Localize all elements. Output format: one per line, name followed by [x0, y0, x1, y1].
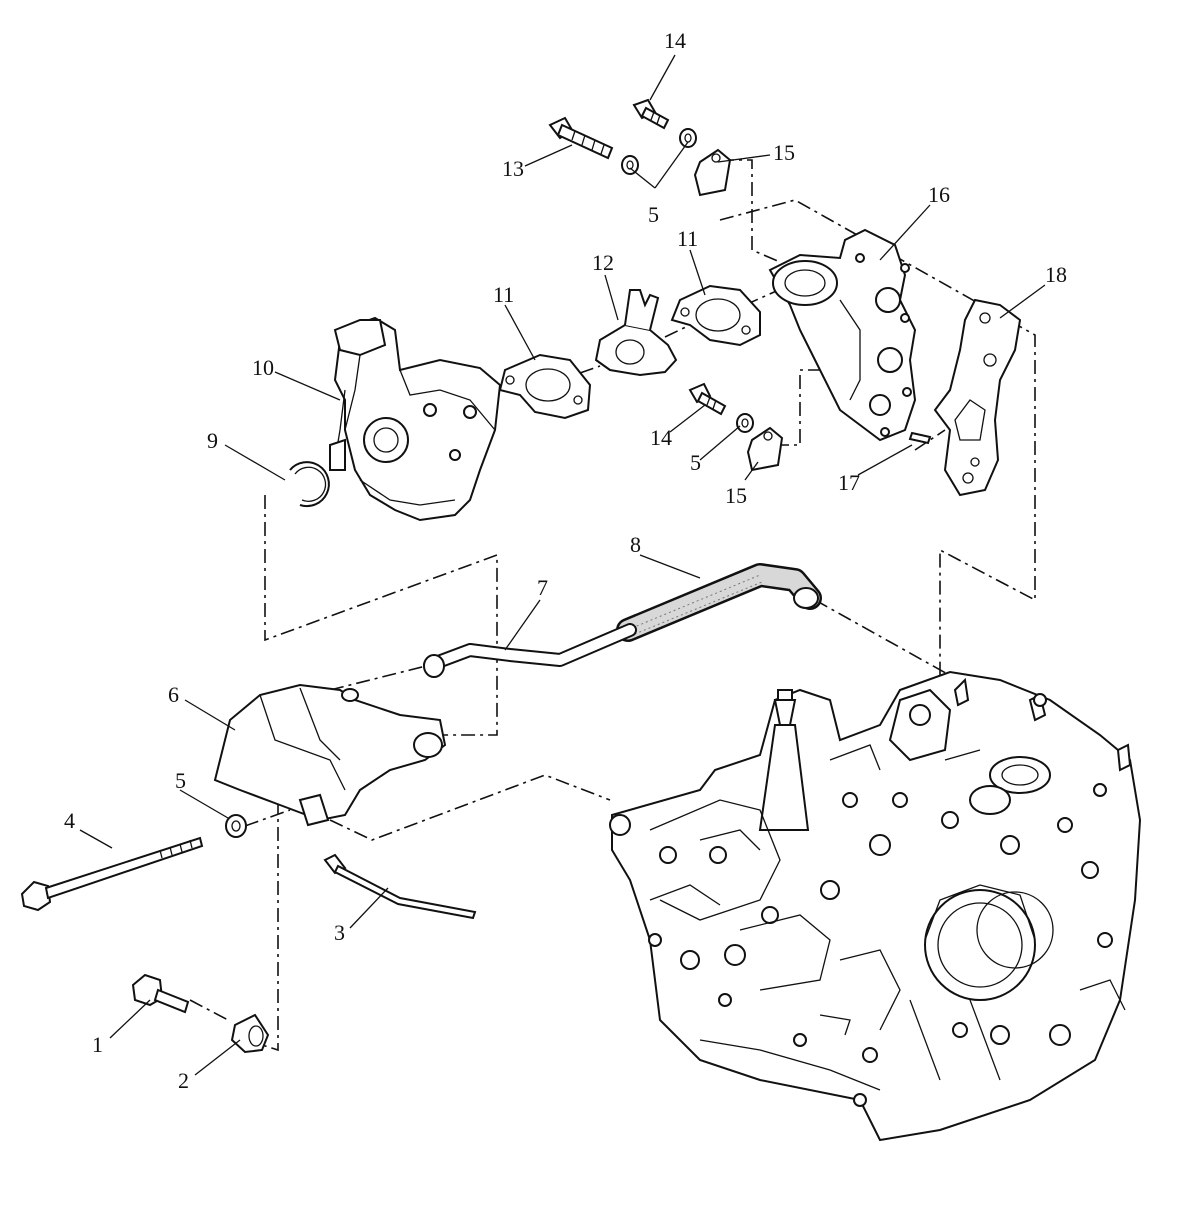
callout-10: 10	[252, 355, 274, 380]
callout-7: 7	[537, 575, 548, 600]
bolt-14-lower	[688, 382, 727, 416]
callout-5-lower: 5	[690, 450, 701, 475]
manifold-gasket	[933, 298, 1022, 497]
callout-3: 3	[334, 920, 345, 945]
dowel-pin	[908, 431, 932, 445]
callout-11-left: 11	[493, 282, 514, 307]
engine-block	[609, 670, 1142, 1142]
callout-9: 9	[207, 428, 218, 453]
gasket-upper	[670, 284, 761, 347]
callout-14-top: 14	[664, 28, 686, 53]
callout-14-lower: 14	[650, 425, 672, 450]
washer-5-b	[679, 128, 697, 148]
callout-15-lower: 15	[725, 483, 747, 508]
callout-12: 12	[592, 250, 614, 275]
callout-16: 16	[928, 182, 950, 207]
fuel-hose	[423, 623, 637, 678]
callout-5-top: 5	[648, 202, 659, 227]
callout-17: 17	[838, 470, 860, 495]
callout-13: 13	[502, 156, 524, 181]
callout-4: 4	[64, 808, 75, 833]
cable-tie	[323, 853, 477, 920]
callout-5-pump: 5	[175, 768, 186, 793]
clamp-15-lower	[746, 426, 784, 472]
callout-15-top: 15	[773, 140, 795, 165]
callout-18: 18	[1045, 262, 1067, 287]
leader-lines	[79, 54, 1046, 1076]
flange-bolt-1	[131, 973, 190, 1014]
braided-hose	[616, 563, 822, 642]
washer-5-a	[621, 155, 639, 175]
callout-6: 6	[168, 682, 179, 707]
long-bolt-13	[548, 116, 614, 160]
callout-2: 2	[178, 1068, 189, 1093]
callout-8: 8	[630, 532, 641, 557]
callout-labels: 1 2 3 4 5 5 5 6 7 8 9 10 11 11 12 13 14 …	[64, 28, 1067, 1093]
washer-5-c	[736, 413, 754, 433]
gasket-lower	[498, 353, 592, 420]
callout-1: 1	[92, 1032, 103, 1057]
o-ring	[289, 461, 330, 508]
carburetor	[329, 316, 502, 522]
callout-11-right: 11	[677, 226, 698, 251]
bolt-14-upper	[632, 98, 670, 130]
fuel-pump	[213, 683, 447, 827]
washer-5-d	[225, 814, 247, 838]
intake-manifold	[768, 228, 917, 442]
carburetor-spacer	[594, 289, 678, 377]
clamp-15-upper	[693, 148, 732, 197]
long-bolt-4	[20, 836, 204, 912]
grommet-2	[230, 1013, 270, 1054]
